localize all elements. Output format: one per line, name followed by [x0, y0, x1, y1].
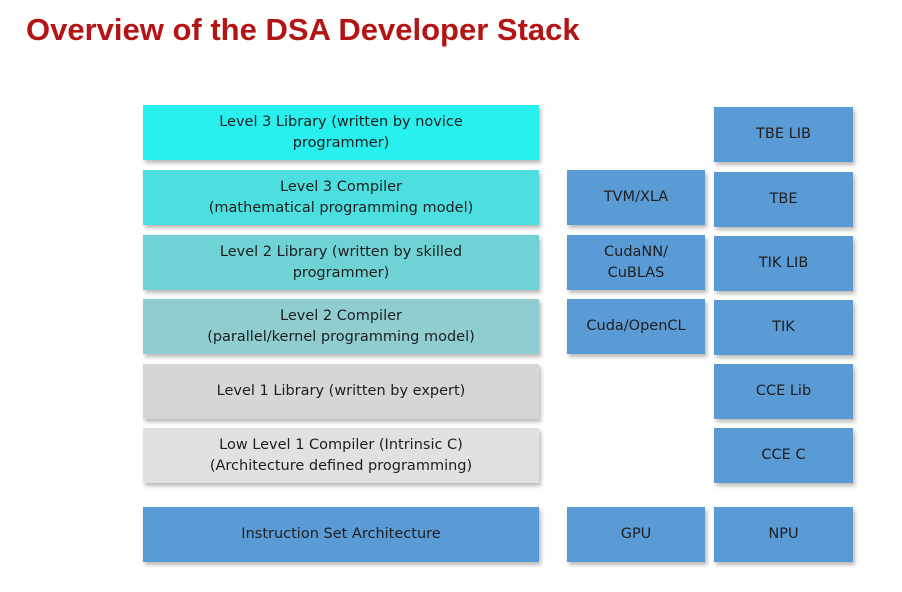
- cuda-opencl-box: Cuda/OpenCL: [567, 299, 705, 354]
- tbe-box: TBE: [714, 172, 853, 227]
- level1-library-box: Level 1 Library (written by expert): [143, 364, 539, 419]
- npu-box: NPU: [714, 507, 853, 562]
- level3-library-box: Level 3 Library (written by novice progr…: [143, 105, 539, 160]
- gpu-box: GPU: [567, 507, 705, 562]
- level2-library-box: Level 2 Library (written by skilled prog…: [143, 235, 539, 290]
- tbe-lib-box: TBE LIB: [714, 107, 853, 162]
- level1-compiler-box: Low Level 1 Compiler (Intrinsic C) (Arch…: [143, 428, 539, 483]
- cce-lib-box: CCE Lib: [714, 364, 853, 419]
- cce-c-box: CCE C: [714, 428, 853, 483]
- tik-lib-box: TIK LIB: [714, 236, 853, 291]
- slide-title: Overview of the DSA Developer Stack: [26, 12, 580, 47]
- tvm-xla-box: TVM/XLA: [567, 170, 705, 225]
- tik-box: TIK: [714, 300, 853, 355]
- level3-compiler-box: Level 3 Compiler (mathematical programmi…: [143, 170, 539, 225]
- isa-box: Instruction Set Architecture: [143, 507, 539, 562]
- level2-compiler-box: Level 2 Compiler (parallel/kernel progra…: [143, 299, 539, 354]
- cudann-cublas-box: CudaNN/ CuBLAS: [567, 235, 705, 290]
